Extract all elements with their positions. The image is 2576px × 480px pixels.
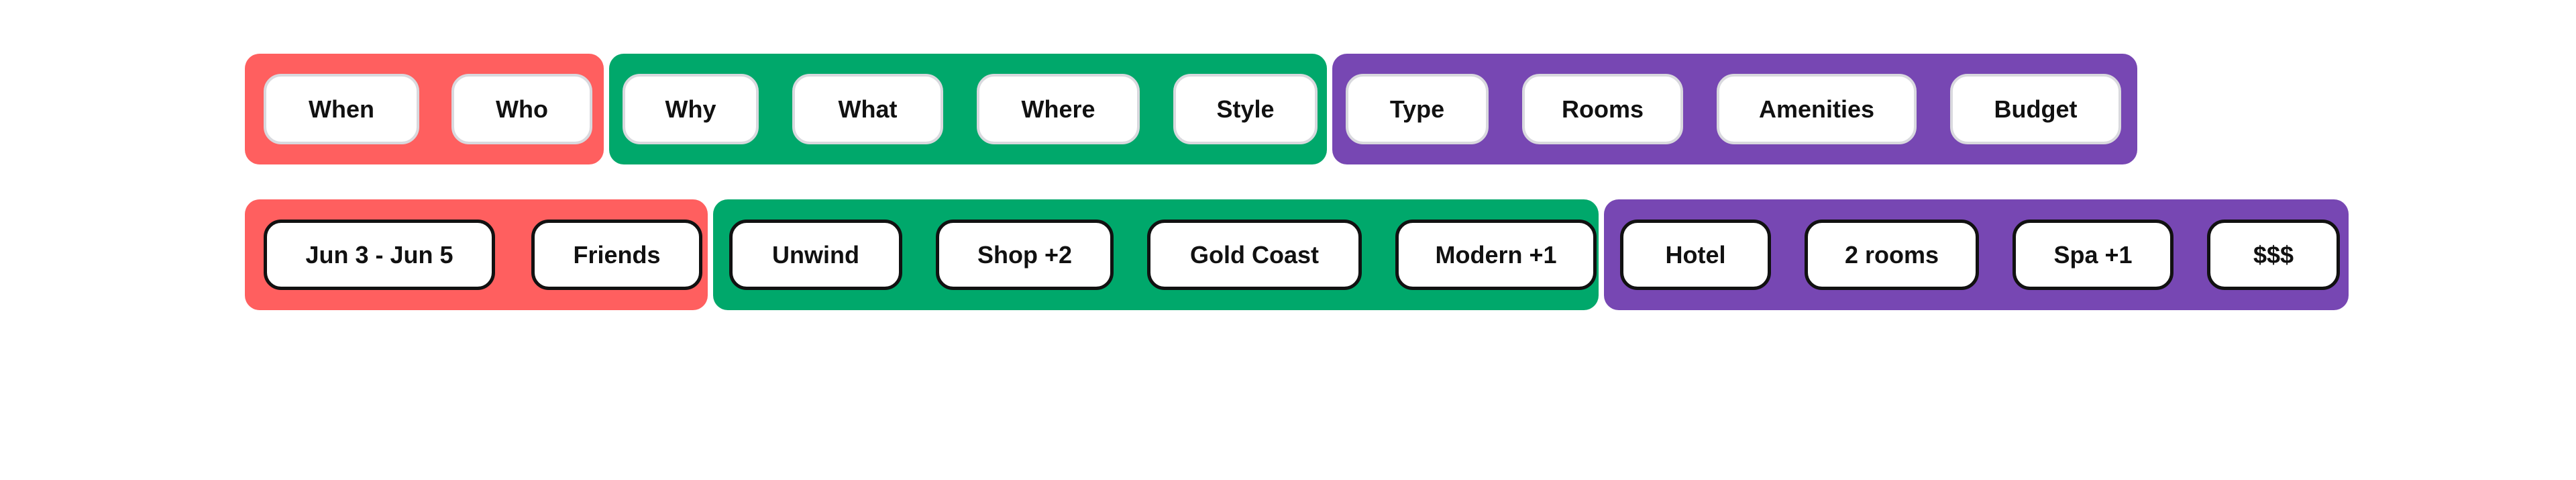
category-rooms-button[interactable]: Rooms <box>1522 74 1683 144</box>
group-trip-details-selected: Unwind Shop +2 Gold Coast Modern +1 <box>713 199 1599 310</box>
category-when-button[interactable]: When <box>264 74 419 144</box>
selection-type-chip[interactable]: Hotel <box>1620 220 1771 290</box>
selection-dates-chip[interactable]: Jun 3 - Jun 5 <box>264 220 495 290</box>
category-row: When Who Why What Where Style Type Rooms… <box>245 54 2143 164</box>
category-amenities-button[interactable]: Amenities <box>1717 74 1917 144</box>
selection-activities-chip[interactable]: Shop +2 <box>936 220 1114 290</box>
category-style-button[interactable]: Style <box>1173 74 1318 144</box>
category-why-button[interactable]: Why <box>623 74 759 144</box>
selection-row: Jun 3 - Jun 5 Friends Unwind Shop +2 Gol… <box>245 199 2354 310</box>
selection-companions-chip[interactable]: Friends <box>531 220 702 290</box>
group-trip-details: Why What Where Style <box>609 54 1327 164</box>
category-budget-button[interactable]: Budget <box>1950 74 2121 144</box>
group-when-who-selected: Jun 3 - Jun 5 Friends <box>245 199 708 310</box>
category-what-button[interactable]: What <box>792 74 943 144</box>
selection-style-chip[interactable]: Modern +1 <box>1395 220 1597 290</box>
group-accommodation-selected: Hotel 2 rooms Spa +1 $$$ <box>1604 199 2349 310</box>
selection-amenities-chip[interactable]: Spa +1 <box>2012 220 2174 290</box>
group-accommodation: Type Rooms Amenities Budget <box>1332 54 2137 164</box>
selection-budget-chip[interactable]: $$$ <box>2207 220 2340 290</box>
category-who-button[interactable]: Who <box>451 74 592 144</box>
group-when-who: When Who <box>245 54 604 164</box>
selection-rooms-chip[interactable]: 2 rooms <box>1805 220 1979 290</box>
category-type-button[interactable]: Type <box>1346 74 1489 144</box>
category-where-button[interactable]: Where <box>977 74 1140 144</box>
selection-location-chip[interactable]: Gold Coast <box>1147 220 1362 290</box>
selection-purpose-chip[interactable]: Unwind <box>729 220 902 290</box>
